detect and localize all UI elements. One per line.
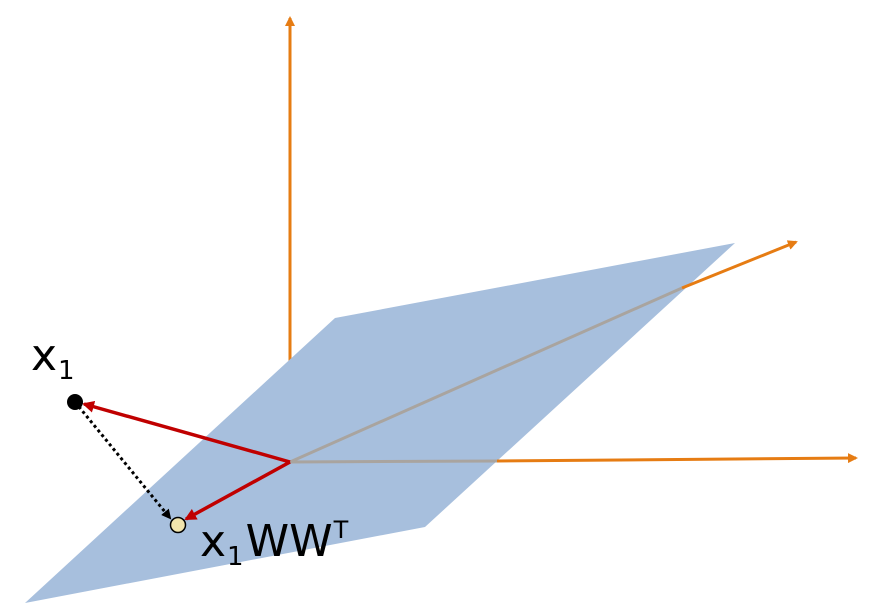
point-x1 bbox=[67, 394, 83, 410]
depth-axis bbox=[681, 240, 798, 290]
projection-line bbox=[73, 401, 172, 520]
label-x1-subscript: 1 bbox=[58, 356, 75, 386]
vector-to-projection bbox=[184, 460, 291, 521]
label-projection-name: x bbox=[200, 516, 226, 567]
label-projection-superscript: T bbox=[333, 516, 349, 544]
label-x1: x1 bbox=[31, 330, 75, 386]
horizontal-axis-hidden bbox=[289, 459, 498, 464]
vector-to-x1 bbox=[82, 400, 291, 464]
label-x1-name: x bbox=[31, 330, 57, 381]
horizontal-axis bbox=[496, 453, 858, 464]
depth-axis-hidden bbox=[289, 286, 683, 464]
point-projected bbox=[169, 516, 187, 534]
label-projection-subscript: 1 bbox=[227, 542, 244, 572]
label-projection-matrix: WW bbox=[246, 516, 333, 567]
label-projection: x1WWT bbox=[200, 516, 349, 572]
